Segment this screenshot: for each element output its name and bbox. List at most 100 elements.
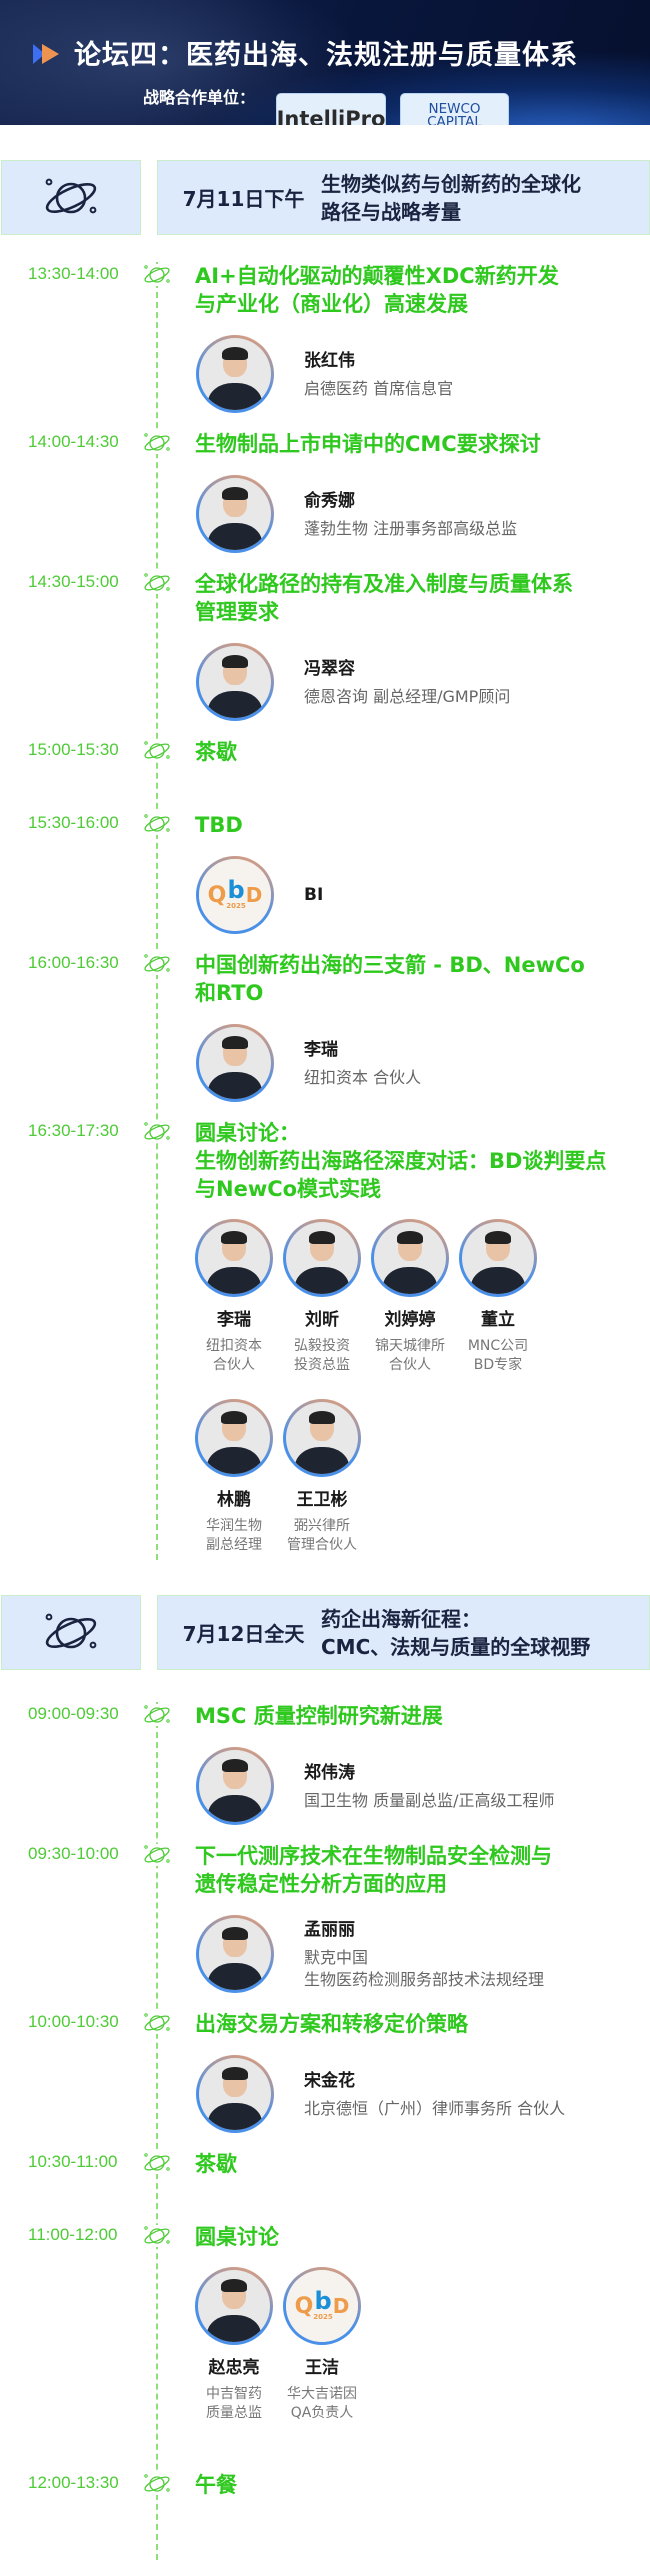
speaker-info: 张红伟启德医药 首席信息官 xyxy=(304,348,453,400)
speaker-info: 李瑞纽扣资本 合伙人 xyxy=(304,1037,421,1089)
speaker: 俞秀娜蓬勃生物 注册事务部高级总监 xyxy=(196,474,650,554)
speaker-avatar xyxy=(195,2267,273,2345)
session-title: 圆桌讨论 xyxy=(195,2225,279,2249)
speaker-avatar xyxy=(196,2055,274,2133)
speaker-org: 纽扣资本 合伙人 xyxy=(304,1068,422,1087)
session-time: 14:00-14:30 xyxy=(28,432,119,451)
speaker: 冯翠容德恩咨询 副总经理/GMP顾问 xyxy=(196,642,650,722)
speaker-avatar xyxy=(196,1024,274,1102)
speaker-org: 启德医药 首席信息官 xyxy=(304,379,454,398)
planet-icon xyxy=(142,953,172,975)
panelist-name: 赵忠亮 xyxy=(208,2358,260,2378)
day-theme: 生物类似药与创新药的全球化 路径与战略考量 xyxy=(321,171,581,224)
day-date: 7月11日下午 xyxy=(182,187,305,211)
speaker: 郑伟涛国卫生物 质量副总监/正高级工程师 xyxy=(196,1746,650,1826)
session-time: 16:00-16:30 xyxy=(28,953,119,972)
day-icon-box xyxy=(1,160,141,235)
panelist: 刘昕弘毅投资 投资总监 xyxy=(278,1219,366,1399)
speaker: 孟丽丽默克中国 生物医药检测服务部技术法规经理 xyxy=(196,1914,650,1994)
session-title: 出海交易方案和转移定价策略 xyxy=(195,2012,468,2036)
day-theme-box: 7月11日下午生物类似药与创新药的全球化 路径与战略考量 xyxy=(157,160,650,235)
session-time: 11:00-12:00 xyxy=(28,2225,118,2244)
day-header: 7月12日全天药企出海新征程： CMC、法规与质量的全球视野 xyxy=(0,1595,650,1670)
panelist-org: 纽扣资本 合伙人 xyxy=(206,1338,262,1373)
speaker-name: 孟丽丽 xyxy=(304,1920,355,1940)
speaker-avatar xyxy=(371,1219,449,1297)
panelist-name: 王洁 xyxy=(305,2358,339,2378)
speaker-org: 默克中国 生物医药检测服务部技术法规经理 xyxy=(304,1948,545,1989)
session-time: 09:00-09:30 xyxy=(28,1704,119,1723)
speaker-name: 俞秀娜 xyxy=(304,491,355,511)
planet-icon xyxy=(142,2012,172,2034)
session-time: 15:00-15:30 xyxy=(28,740,119,759)
panelist-name: 刘婷婷 xyxy=(384,1310,436,1330)
planet-icon xyxy=(142,1844,172,1866)
panelist: 林鹏华润生物 副总经理 xyxy=(190,1399,278,1579)
logo-year: 2025 xyxy=(226,902,246,910)
schedule-item: 15:00-15:30 茶歇 xyxy=(0,738,650,811)
panelist-org: MNC公司 BD专家 xyxy=(467,1338,529,1373)
session-time: 14:30-15:00 xyxy=(28,572,119,591)
session-time: 10:30-11:00 xyxy=(28,2152,118,2171)
speaker-name: 宋金花 xyxy=(304,2071,355,2091)
planet-icon xyxy=(142,813,172,835)
schedule-item: 16:00-16:30 中国创新药出海的三支箭 - BD、NewCo 和RTO 李瑞… xyxy=(0,951,650,1119)
planet-icon xyxy=(142,740,172,762)
speaker-avatar xyxy=(195,1399,273,1477)
planet-icon xyxy=(142,2152,172,2174)
panelist: 董立 MNC公司 BD专家 xyxy=(454,1219,542,1399)
panelist-org: 中吉智药 质量总监 xyxy=(206,2386,262,2421)
panelist-name: 李瑞 xyxy=(217,1310,251,1330)
session-title: 茶歇 xyxy=(195,2152,237,2176)
schedule-item: 10:30-11:00 茶歇 xyxy=(0,2150,650,2223)
speaker-org: 德恩咨询 副总经理/GMP顾问 xyxy=(304,687,511,706)
forum-title: 论坛四：医药出海、法规注册与质量体系 xyxy=(74,40,578,71)
speaker-org: 蓬勃生物 注册事务部高级总监 xyxy=(304,519,518,538)
schedule-item: 16:30-17:30 圆桌讨论： 生物创新药出海路径深度对话：BD谈判要点 与N… xyxy=(0,1119,650,1603)
session-title: 生物制品上市申请中的CMC要求探讨 xyxy=(195,432,541,456)
session-title: 下一代测序技术在生物制品安全检测与 遗传稳定性分析方面的应用 xyxy=(195,1844,552,1896)
planet-icon xyxy=(142,2473,172,2495)
speaker-info: 俞秀娜蓬勃生物 注册事务部高级总监 xyxy=(304,488,517,540)
session-title: 茶歇 xyxy=(195,740,237,764)
speaker-name: 郑伟涛 xyxy=(304,1763,355,1783)
panelist: 刘婷婷锦天城律所 合伙人 xyxy=(366,1219,454,1399)
session-title: AI+自动化驱动的颠覆性XDC新药开发 与产业化（商业化）高速发展 xyxy=(195,264,559,316)
logo-letter: D xyxy=(332,2294,350,2318)
panelist-org: 华大吉诺因 QA负责人 xyxy=(287,2386,357,2421)
panelist-name: 刘昕 xyxy=(305,1310,339,1330)
session-time: 16:30-17:30 xyxy=(28,1121,119,1140)
day-icon-box xyxy=(1,1595,141,1670)
session-title: 中国创新药出海的三支箭 - BD、NewCo 和RTO xyxy=(195,953,585,1005)
session-time: 10:00-10:30 xyxy=(28,2012,119,2031)
speaker-avatar xyxy=(196,475,274,553)
panelist-name: 董立 xyxy=(481,1310,515,1330)
planet-icon xyxy=(142,264,172,286)
newco-capital-logo: NEWCO CAPITAL xyxy=(400,93,509,125)
panelist-org: 华润生物 副总经理 xyxy=(206,1518,262,1553)
session-time: 13:30-14:00 xyxy=(28,264,119,283)
panelist: 李瑞纽扣资本 合伙人 xyxy=(190,1219,278,1399)
play-arrows-icon xyxy=(33,44,59,64)
speaker-info: 宋金花北京德恒（广州）律师事务所 合伙人 xyxy=(304,2068,565,2120)
session-title: 午餐 xyxy=(195,2473,237,2497)
day-theme: 药企出海新征程： CMC、法规与质量的全球视野 xyxy=(321,1606,591,1659)
planet-icon xyxy=(142,572,172,594)
session-title: 圆桌讨论： 生物创新药出海路径深度对话：BD谈判要点 与NewCo模式实践 xyxy=(195,1121,607,1201)
speaker-avatar xyxy=(195,1219,273,1297)
speaker-org: 北京德恒（广州）律师事务所 合伙人 xyxy=(304,2099,566,2118)
timeline-line xyxy=(156,262,158,1560)
timeline-line xyxy=(156,1702,158,2560)
intellipro-logo: IntelliPro xyxy=(276,93,386,125)
planet-icon xyxy=(142,432,172,454)
speaker-avatar xyxy=(196,1915,274,1993)
